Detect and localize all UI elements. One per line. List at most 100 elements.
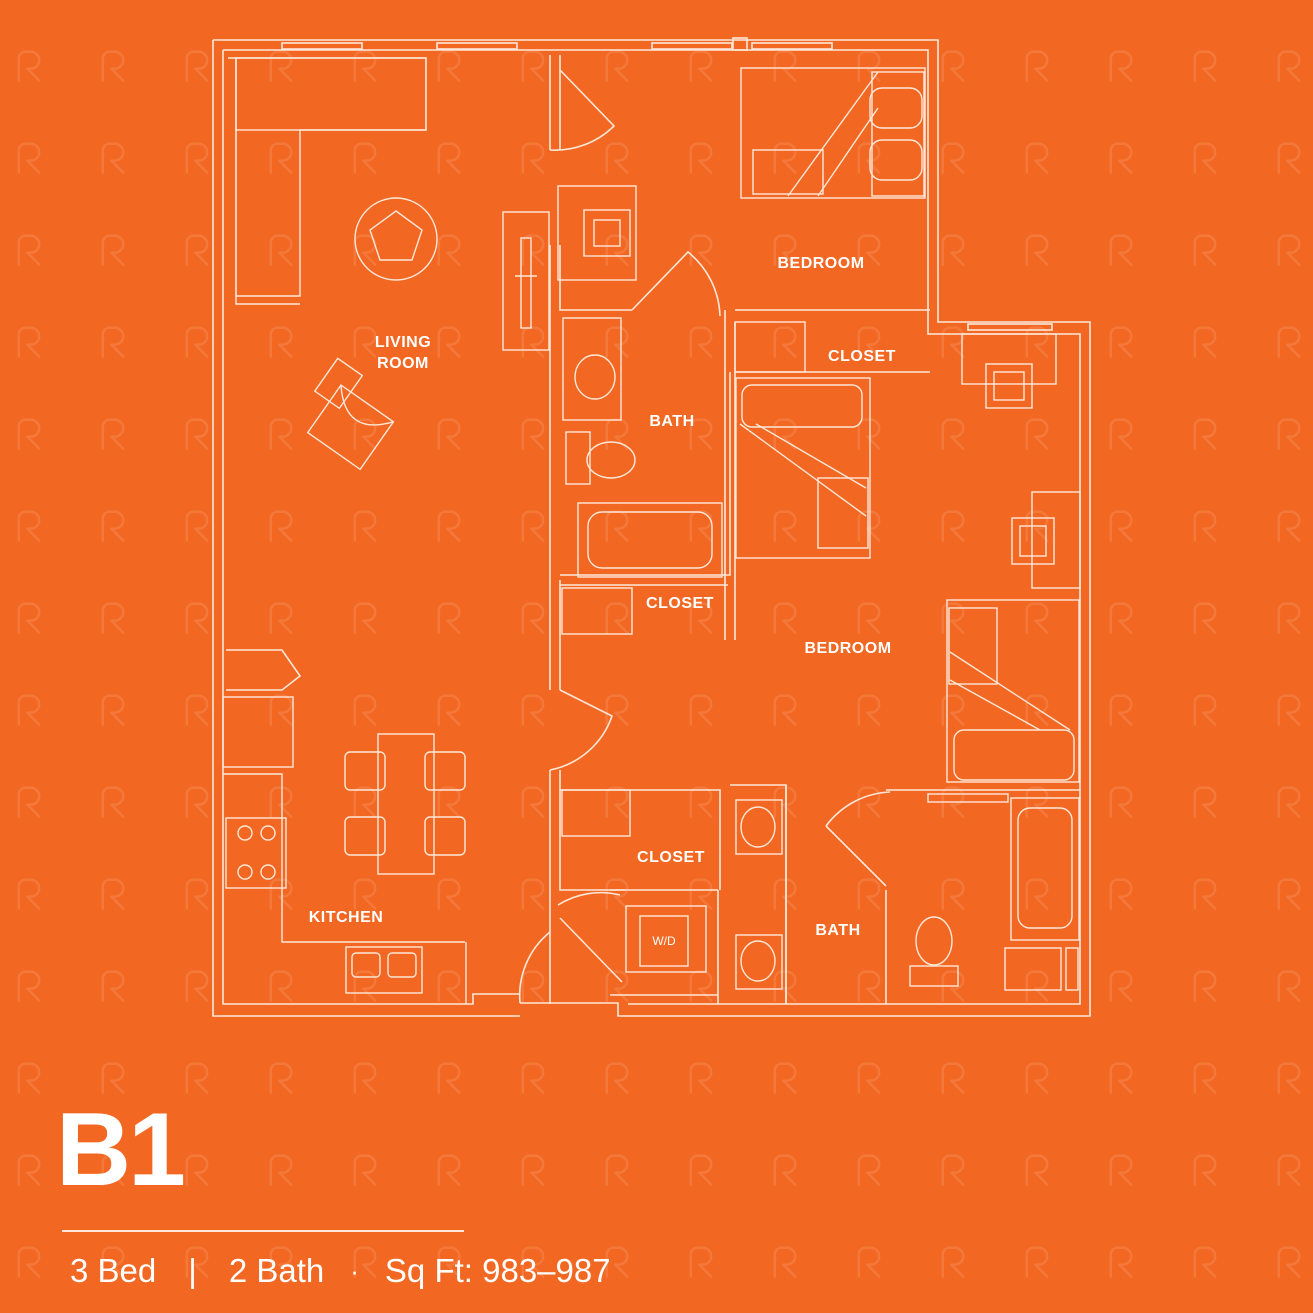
r-logo-icon (521, 1154, 545, 1186)
r-logo-icon (185, 50, 209, 82)
r-logo-icon (1109, 510, 1133, 542)
r-logo-icon (353, 510, 377, 542)
r-logo-icon (353, 786, 377, 818)
r-logo-icon (1277, 602, 1301, 634)
r-logo-icon (101, 510, 125, 542)
r-logo-icon (857, 1154, 881, 1186)
r-logo-icon (689, 970, 713, 1002)
r-logo-icon (1193, 786, 1217, 818)
r-logo-icon (269, 602, 293, 634)
beds-text: 3 Bed (70, 1252, 157, 1289)
r-logo-icon (437, 510, 461, 542)
r-logo-icon (773, 694, 797, 726)
kitchen-furniture (222, 696, 467, 1004)
r-logo-icon (1025, 418, 1049, 450)
r-logo-icon (17, 970, 41, 1002)
kitchen-label: KITCHEN (309, 909, 384, 926)
r-logo-icon (857, 694, 881, 726)
r-logo-icon (269, 50, 293, 82)
r-logo-icon (1109, 50, 1133, 82)
r-logo-icon (17, 142, 41, 174)
r-logo-icon (1109, 970, 1133, 1002)
living-room-furniture (228, 57, 550, 471)
r-logo-icon (1109, 694, 1133, 726)
r-logo-icon (1193, 878, 1217, 910)
r-logo-icon (353, 878, 377, 910)
r-logo-icon (1193, 326, 1217, 358)
r-logo-icon (857, 1062, 881, 1094)
closet-bottom-label: CLOSET (637, 849, 705, 866)
watermark-pattern (17, 50, 1301, 1278)
r-logo-icon (521, 326, 545, 358)
r-logo-icon (1193, 1062, 1217, 1094)
r-logo-icon (1025, 786, 1049, 818)
r-logo-icon (185, 142, 209, 174)
r-logo-icon (1193, 970, 1217, 1002)
r-logo-icon (269, 786, 293, 818)
r-logo-icon (689, 1062, 713, 1094)
r-logo-icon (437, 50, 461, 82)
r-logo-icon (1109, 878, 1133, 910)
r-logo-icon (1025, 1246, 1049, 1278)
r-logo-icon (1025, 970, 1049, 1002)
r-logo-icon (941, 1246, 965, 1278)
r-logo-icon (941, 1154, 965, 1186)
r-logo-icon (521, 50, 545, 82)
r-logo-icon (941, 142, 965, 174)
r-logo-icon (857, 970, 881, 1002)
r-logo-icon (773, 1246, 797, 1278)
r-logo-icon (521, 1062, 545, 1094)
r-logo-icon (605, 50, 629, 82)
bath-bottom-label: BATH (815, 922, 860, 939)
r-logo-icon (941, 1062, 965, 1094)
r-logo-icon (1025, 602, 1049, 634)
bedroom-right-label: BEDROOM (804, 640, 891, 657)
r-logo-icon (353, 1154, 377, 1186)
r-logo-icon (1277, 50, 1301, 82)
r-logo-icon (1277, 234, 1301, 266)
r-logo-icon (185, 326, 209, 358)
r-logo-icon (353, 326, 377, 358)
r-logo-icon (353, 142, 377, 174)
r-logo-icon (773, 1154, 797, 1186)
title-divider (62, 1230, 464, 1232)
r-logo-icon (353, 602, 377, 634)
r-logo-icon (101, 786, 125, 818)
r-logo-icon (353, 50, 377, 82)
r-logo-icon (941, 326, 965, 358)
r-logo-icon (1277, 786, 1301, 818)
r-logo-icon (185, 786, 209, 818)
r-logo-icon (857, 602, 881, 634)
bedroom-top-label: BEDROOM (777, 255, 864, 272)
r-logo-icon (101, 694, 125, 726)
r-logo-icon (1193, 510, 1217, 542)
r-logo-icon (101, 142, 125, 174)
r-logo-icon (437, 142, 461, 174)
r-logo-icon (773, 878, 797, 910)
baths-text: 2 Bath (228, 1252, 325, 1289)
r-logo-icon (1193, 50, 1217, 82)
r-logo-icon (17, 234, 41, 266)
living-room-label-line1: LIVING (375, 334, 431, 351)
r-logo-icon (17, 326, 41, 358)
specs-separator: | (188, 1252, 197, 1289)
r-logo-icon (185, 510, 209, 542)
r-logo-icon (941, 50, 965, 82)
unit-title: B1 (56, 1092, 186, 1208)
r-logo-icon (689, 878, 713, 910)
closet-top-label: CLOSET (828, 348, 896, 365)
r-logo-icon (773, 1062, 797, 1094)
r-logo-icon (1025, 50, 1049, 82)
r-logo-icon (941, 234, 965, 266)
r-logo-icon (185, 970, 209, 1002)
r-logo-icon (1109, 602, 1133, 634)
r-logo-icon (17, 786, 41, 818)
r-logo-icon (773, 50, 797, 82)
r-logo-icon (521, 510, 545, 542)
bath-top-label: BATH (649, 413, 694, 430)
r-logo-icon (101, 1062, 125, 1094)
r-logo-icon (1025, 1062, 1049, 1094)
r-logo-icon (437, 418, 461, 450)
r-logo-icon (101, 878, 125, 910)
